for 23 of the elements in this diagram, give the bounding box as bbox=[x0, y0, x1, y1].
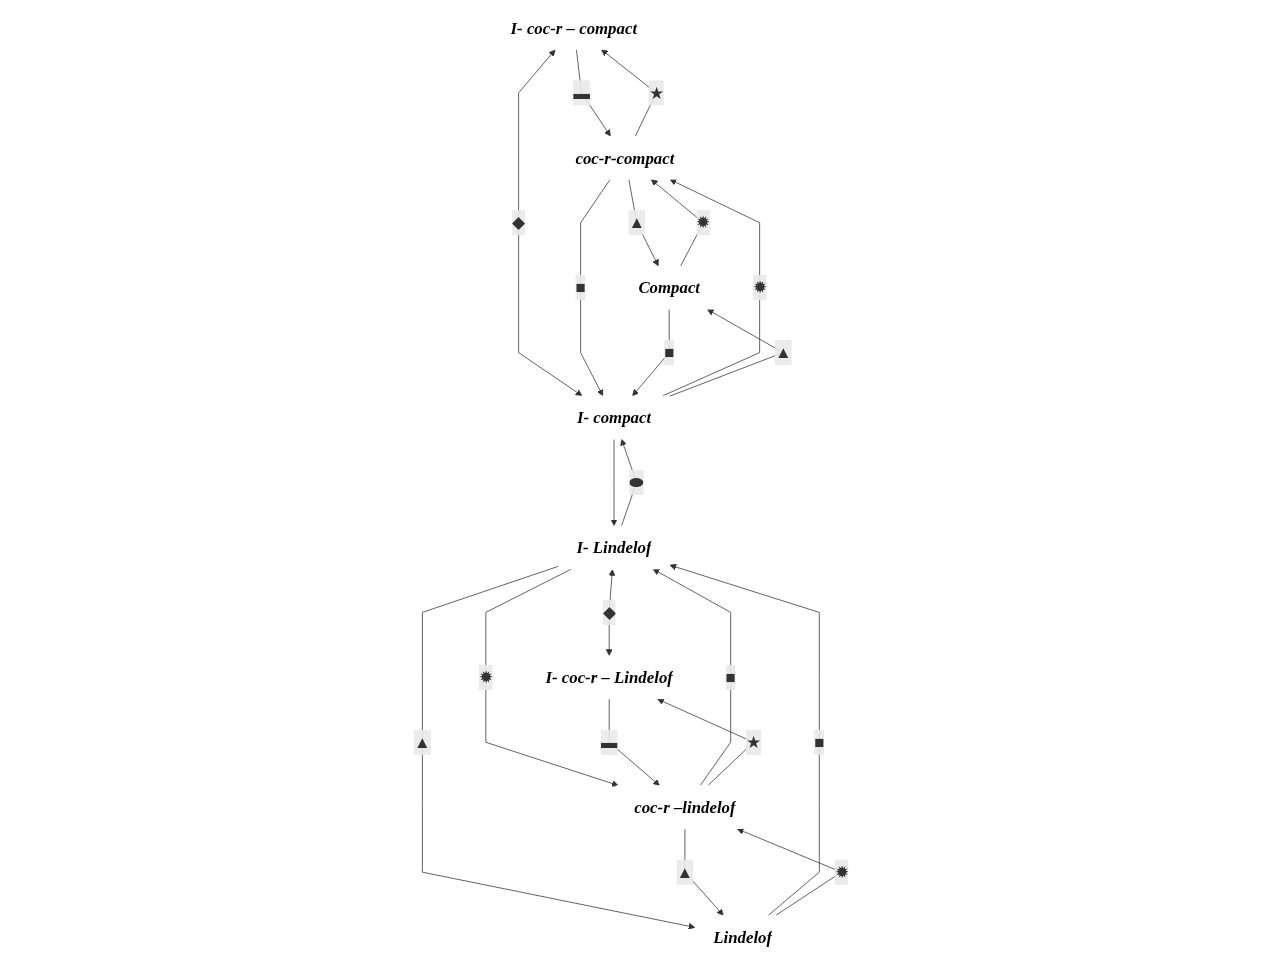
edge-label: ■ bbox=[814, 732, 825, 752]
edge-label: ◆ bbox=[602, 602, 616, 622]
edge-label: ✹ bbox=[479, 667, 494, 687]
edge-label: ▬ bbox=[573, 83, 591, 103]
edge-label: ◆ bbox=[512, 213, 526, 233]
edge-label: ■ bbox=[725, 667, 737, 687]
edge-label: ■ bbox=[664, 343, 675, 363]
edge-label: ■ bbox=[575, 278, 586, 298]
edge-label: ▲ bbox=[414, 732, 431, 752]
edge-label: ✹ bbox=[834, 862, 849, 882]
edge-label: ▬ bbox=[601, 732, 618, 752]
node-text: I- coc-r – compact bbox=[510, 18, 638, 38]
node-text: coc-r-compact bbox=[575, 148, 675, 168]
edge-label: ▲ bbox=[775, 343, 792, 363]
edge-label: ✹ bbox=[696, 213, 711, 233]
edge-label: ★ bbox=[746, 732, 762, 752]
edge-label: ⬬ bbox=[629, 472, 645, 493]
node-text: Compact bbox=[638, 278, 701, 298]
edge-label: ▲ bbox=[628, 213, 646, 233]
node-text: I- compact bbox=[577, 408, 652, 428]
edge-label: ✹ bbox=[753, 278, 767, 298]
edge-label: ▲ bbox=[676, 862, 694, 882]
edge-label: ★ bbox=[648, 83, 665, 103]
